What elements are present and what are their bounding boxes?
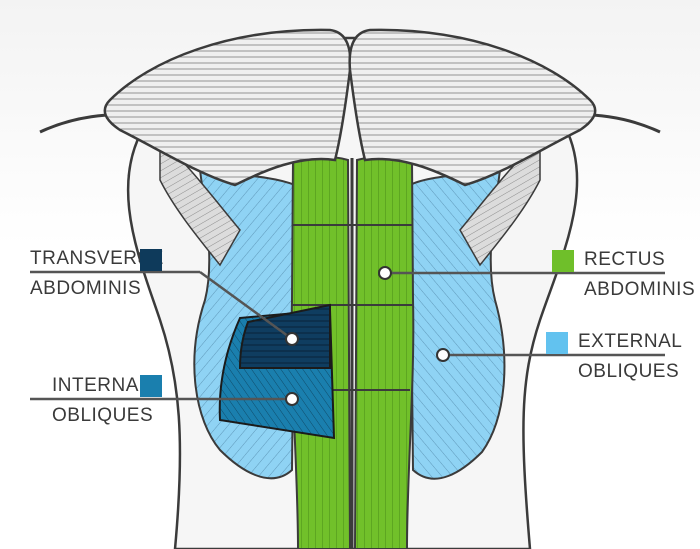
- transverse-abdominis: [238, 303, 331, 369]
- label-internal-obliques: INTERNAL OBLIQUES: [52, 375, 153, 427]
- swatch-transverse-abdominis: [140, 249, 162, 271]
- label-external-obliques: EXTERNAL OBLIQUES: [578, 331, 682, 383]
- swatch-external-obliques: [546, 332, 568, 354]
- label-external-obliques-line2: OBLIQUES: [578, 361, 680, 382]
- leader-transverse-abdominis-diag: [199, 270, 293, 341]
- label-internal-obliques-line1: INTERNAL: [52, 375, 150, 396]
- label-internal-obliques-line2: OBLIQUES: [52, 405, 154, 426]
- swatch-rectus-abdominis: [552, 250, 574, 272]
- label-external-obliques-line1: EXTERNAL: [578, 331, 683, 352]
- marker-transverse-abdominis: [285, 332, 299, 346]
- label-transverse-abdominis-line2: ABDOMINIS: [30, 278, 142, 299]
- label-transverse-abdominis-line1: TRANSVERSE: [30, 248, 164, 269]
- label-rectus-abdominis-line2: ABDOMINIS: [584, 279, 696, 300]
- label-rectus-abdominis-line1: RECTUS: [584, 249, 666, 270]
- rectus-abdominis-right: [353, 155, 415, 549]
- pectoral-right: [348, 28, 597, 187]
- swatch-internal-obliques: [140, 375, 162, 397]
- label-rectus-abdominis: RECTUS ABDOMINIS: [584, 249, 695, 301]
- marker-internal-obliques: [285, 392, 299, 406]
- marker-rectus-abdominis: [378, 266, 392, 280]
- pectoral-left: [103, 28, 352, 187]
- marker-external-obliques: [436, 348, 450, 362]
- label-transverse-abdominis: TRANSVERSE ABDOMINIS: [30, 248, 164, 300]
